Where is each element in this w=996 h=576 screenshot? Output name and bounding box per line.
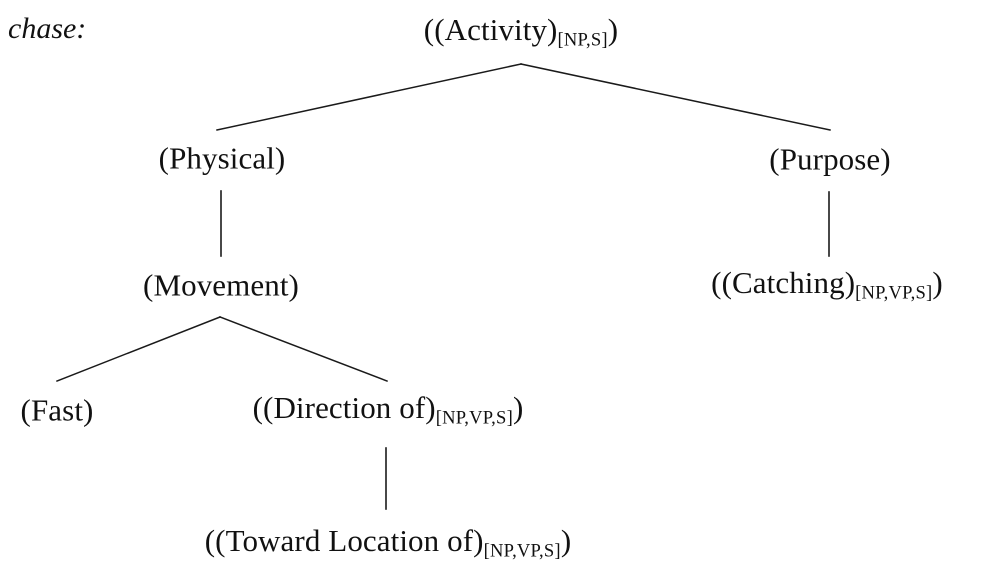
tree-node-toward-location-of: ((Toward Location of)[NP,VP,S]) [205,525,572,561]
node-label-tail: ) [512,389,524,425]
tree-node-activity: ((Activity)[NP,S]) [424,14,618,50]
node-label-subscript: [NP,VP,S] [855,282,933,304]
node-label-base: (Fast) [20,392,94,428]
tree-node-purpose: (Purpose) [769,144,890,175]
tree-node-fast: (Fast) [21,395,94,426]
node-label-subscript: [NP,S] [557,29,608,51]
node-label-base: ((Toward Location of) [204,522,484,558]
node-label-base: (Physical) [158,140,286,176]
node-label-subscript: [NP,VP,S] [435,407,513,429]
word-label-chase: chase: [8,12,87,45]
node-label-subscript: [NP,VP,S] [483,540,561,562]
tree-node-direction-of: ((Direction of)[NP,VP,S]) [253,392,524,428]
node-label-tail: ) [560,522,572,558]
node-label-base: (Movement) [143,267,299,303]
tree-edge-activity-purpose [520,63,831,131]
node-label-base: ((Catching) [711,264,856,300]
tree-edge-movement-fast [56,316,221,382]
node-label-base: (Purpose) [769,141,891,177]
tree-edge-activity-physical [216,63,522,131]
tree-edge-movement-direction [219,316,388,382]
node-label-base: ((Activity) [423,11,558,47]
tree-node-physical: (Physical) [159,143,286,174]
node-label-base: ((Direction of) [252,389,436,425]
tree-node-movement: (Movement) [143,270,299,301]
tree-node-catching: ((Catching)[NP,VP,S]) [711,267,943,303]
node-label-tail: ) [607,11,619,47]
node-label-tail: ) [932,264,943,300]
